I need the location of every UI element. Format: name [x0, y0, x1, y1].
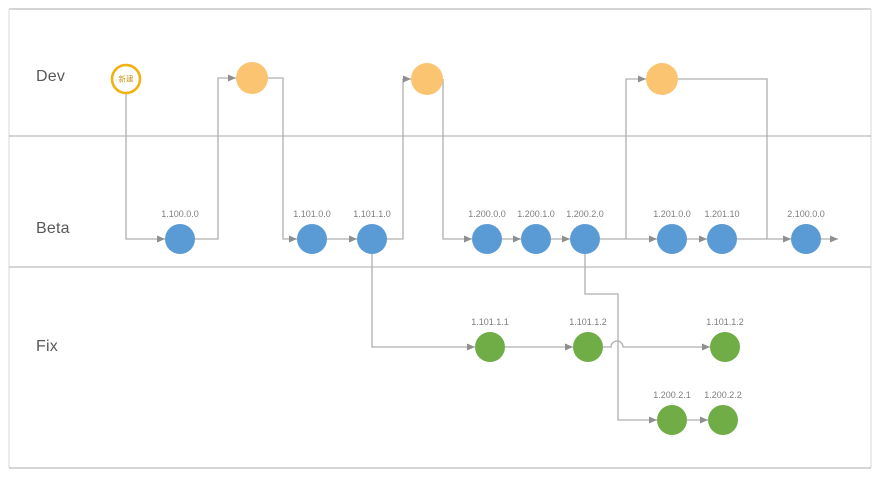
node-1.200.2.2[interactable]: 1.200.2.2 — [704, 390, 742, 435]
fix-node-circle[interactable] — [475, 332, 505, 362]
lane-label-dev: Dev — [36, 68, 66, 85]
beta-node-circle[interactable] — [165, 224, 195, 254]
dev-node-circle[interactable] — [236, 62, 268, 94]
node-1.200.2.1[interactable]: 1.200.2.1 — [653, 390, 691, 435]
edge-1.200.2.0-to-1.200.2.1 — [584, 254, 657, 424]
edge-1.101.1.2-to-1.101.1.2-b — [603, 340, 710, 351]
node-1.101.1.0[interactable]: 1.101.1.0 — [353, 209, 391, 254]
edge-branch-up-to-dev3 — [625, 75, 646, 239]
version-label: 1.200.2.1 — [653, 390, 691, 400]
node-1.101.0.0[interactable]: 1.101.0.0 — [293, 209, 331, 254]
node-1.201.10[interactable]: 1.201.10 — [704, 209, 740, 254]
node-dev-1[interactable] — [236, 62, 268, 94]
node-1.200.1.0[interactable]: 1.200.1.0 — [517, 209, 555, 254]
version-label: 1.100.0.0 — [161, 209, 199, 219]
version-label: 1.101.1.2 — [569, 317, 607, 327]
version-label: 1.101.0.0 — [293, 209, 331, 219]
version-label: 1.200.2.0 — [566, 209, 604, 219]
beta-node-circle[interactable] — [570, 224, 600, 254]
node-1.101.1.2[interactable]: 1.101.1.2 — [569, 317, 607, 362]
version-label: 1.101.1.2 — [706, 317, 744, 327]
edge-dev1-to-1.101.0.0 — [268, 77, 297, 243]
lane-label-fix: Fix — [36, 338, 58, 355]
beta-node-circle[interactable] — [297, 224, 327, 254]
version-label: 1.200.0.0 — [468, 209, 506, 219]
node-1.201.0.0[interactable]: 1.201.0.0 — [653, 209, 691, 254]
version-label: 1.200.2.2 — [704, 390, 742, 400]
node-2.100.0.0[interactable]: 2.100.0.0 — [787, 209, 825, 254]
edge-new-to-1.100.0.0 — [125, 93, 165, 243]
beta-node-circle[interactable] — [357, 224, 387, 254]
node-1.200.2.0[interactable]: 1.200.2.0 — [566, 209, 604, 254]
fix-node-circle[interactable] — [657, 405, 687, 435]
edge-1.101.1.0-to-dev2 — [387, 75, 411, 240]
version-label: 2.100.0.0 — [787, 209, 825, 219]
lane-label-beta: Beta — [36, 220, 70, 237]
node-1.200.0.0[interactable]: 1.200.0.0 — [468, 209, 506, 254]
new-node-text: 新建 — [119, 74, 134, 84]
version-label: 1.200.1.0 — [517, 209, 555, 219]
version-label: 1.101.1.0 — [353, 209, 391, 219]
node-dev-2[interactable] — [411, 63, 443, 95]
version-label: 1.201.0.0 — [653, 209, 691, 219]
edge-dev3-merge-down — [678, 78, 768, 239]
beta-node-circle[interactable] — [521, 224, 551, 254]
edge-1.101.1.0-to-1.101.1.1 — [371, 254, 475, 351]
beta-node-circle[interactable] — [472, 224, 502, 254]
version-label: 1.201.10 — [704, 209, 739, 219]
node-new[interactable]: 新建 — [110, 63, 142, 95]
fix-node-circle[interactable] — [573, 332, 603, 362]
beta-node-circle[interactable] — [791, 224, 821, 254]
dev-node-circle[interactable] — [411, 63, 443, 95]
fix-node-circle[interactable] — [710, 332, 740, 362]
beta-node-circle[interactable] — [657, 224, 687, 254]
new-node-circle[interactable] — [110, 63, 142, 95]
version-label: 1.101.1.1 — [471, 317, 509, 327]
beta-node-circle[interactable] — [707, 224, 737, 254]
node-dev-3[interactable] — [646, 63, 678, 95]
fix-node-circle[interactable] — [708, 405, 738, 435]
edge-dev2-to-1.200.0.0 — [442, 79, 472, 243]
dev-node-circle[interactable] — [646, 63, 678, 95]
node-1.101.1.1[interactable]: 1.101.1.1 — [471, 317, 509, 362]
node-1.101.1.2-b[interactable]: 1.101.1.2 — [706, 317, 744, 362]
edge-1.100.0.0-to-dev1 — [195, 74, 236, 240]
node-1.100.0.0[interactable]: 1.100.0.0 — [161, 209, 199, 254]
